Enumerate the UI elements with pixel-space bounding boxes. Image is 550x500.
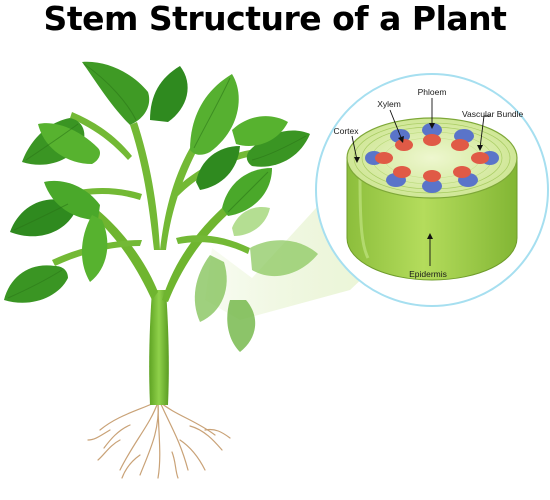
leaf <box>194 255 227 322</box>
roots <box>87 401 231 479</box>
leaf <box>150 66 188 122</box>
plant-stem <box>52 112 252 405</box>
leaf <box>196 146 240 190</box>
vascular-bundle <box>386 166 411 187</box>
label-pointers <box>351 98 490 266</box>
leaf <box>246 130 310 167</box>
leaf <box>227 300 256 352</box>
diagram-title: Stem Structure of a Plant <box>43 0 507 38</box>
label-vascular-bundle: Vascular Bundle <box>462 109 524 119</box>
vascular-bundle <box>422 123 442 146</box>
vascular-bundle <box>453 166 478 187</box>
leaf <box>38 123 100 164</box>
vascular-bundle <box>422 170 442 193</box>
leaf <box>82 61 150 125</box>
plant-leaves <box>4 61 318 352</box>
leaf <box>232 116 288 146</box>
leaf <box>250 240 318 277</box>
vascular-bundle <box>471 151 499 165</box>
label-xylem: Xylem <box>377 99 401 109</box>
label-phloem: Phloem <box>418 87 447 97</box>
label-epidermis: Epidermis <box>409 269 447 279</box>
vascular-bundle <box>451 129 474 151</box>
label-cortex: Cortex <box>333 126 359 136</box>
magnified-stem-view: Phloem Xylem Vascular Bundle Cortex Epid… <box>315 73 549 307</box>
vascular-bundle <box>365 151 393 165</box>
leaf <box>232 206 270 236</box>
leaf <box>190 74 239 155</box>
leaf <box>44 180 100 220</box>
leaf <box>81 215 108 282</box>
leaf <box>4 265 68 303</box>
